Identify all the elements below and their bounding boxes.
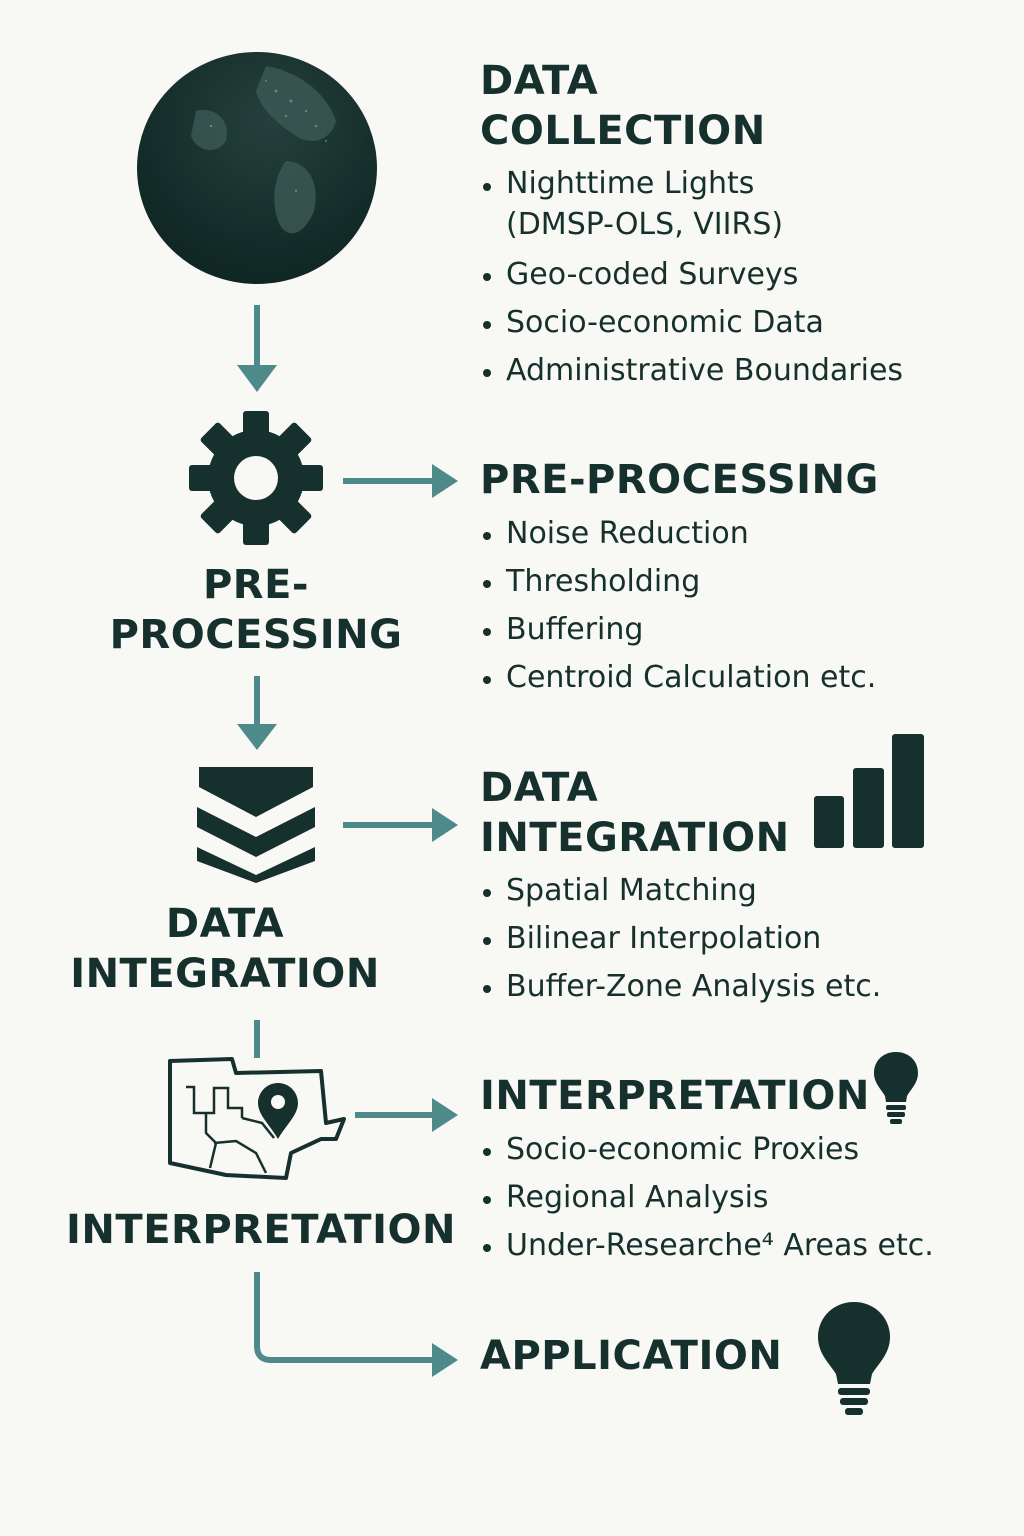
list-item-text: Administrative Boundaries	[506, 353, 904, 388]
left-label-pre-processing: PRE- PROCESSING	[96, 560, 416, 660]
list-item-continuation: (DMSP-OLS, VIIRS)	[506, 207, 784, 242]
list-item: Geo-coded Surveys	[480, 251, 903, 299]
list-item-text: Socio-economic Data	[506, 305, 824, 340]
map-pin-icon	[168, 1057, 346, 1180]
list-item-text: Nighttime Lights	[506, 166, 755, 201]
location-pin	[258, 1083, 298, 1139]
list-item: Under-Researche⁴ Areas etc.	[480, 1222, 934, 1270]
arrow-elbow-4	[254, 1272, 440, 1363]
bar-chart-icon	[814, 734, 924, 848]
list-item: Socio-economic Data	[480, 299, 903, 347]
heading-data-integration-line1: DATA	[480, 765, 599, 811]
heading-pre-processing-text: PRE-PROCESSING	[480, 457, 879, 503]
list-item-text: Geo-coded Surveys	[506, 257, 799, 292]
left-label-pre-processing-line1: PRE-	[202, 562, 310, 608]
list-item-text: Buffer-Zone Analysis etc.	[506, 969, 882, 1004]
heading-application-text: APPLICATION	[480, 1333, 783, 1379]
list-item-text: Under-Researche⁴ Areas etc.	[506, 1228, 934, 1263]
list-item: Administrative Boundaries	[480, 347, 903, 395]
list-item: Thresholding	[480, 558, 876, 606]
list-item-text: Spatial Matching	[506, 873, 757, 908]
globe-icon	[137, 52, 377, 284]
heading-data-integration-line2: INTEGRATION	[480, 815, 790, 861]
left-label-interpretation: INTERPRETATION	[56, 1205, 466, 1255]
heading-interpretation-text: INTERPRETATION	[480, 1073, 870, 1119]
list-item: Bilinear Interpolation	[480, 915, 881, 963]
list-item: Socio-economic Proxies	[480, 1126, 934, 1174]
list-item-text: Thresholding	[506, 564, 701, 599]
list-item: Buffer-Zone Analysis etc.	[480, 963, 881, 1011]
list-item: Noise Reduction	[480, 510, 876, 558]
left-label-data-integration: DATA INTEGRATION	[60, 899, 390, 999]
list-item-text: Buffering	[506, 612, 644, 647]
list-item: Regional Analysis	[480, 1174, 934, 1222]
heading-interpretation: INTERPRETATION	[480, 1071, 870, 1121]
left-label-data-integration-line2: INTEGRATION	[70, 951, 380, 997]
left-label-interpretation-text: INTERPRETATION	[66, 1207, 456, 1253]
heading-data-collection: DATA COLLECTION	[480, 56, 766, 156]
list-interpretation: Socio-economic Proxies Regional Analysis…	[480, 1126, 934, 1270]
heading-data-collection-line1: DATA	[480, 58, 599, 104]
heading-data-collection-line2: COLLECTION	[480, 108, 766, 154]
list-item-text: Noise Reduction	[506, 516, 749, 551]
lightbulb-icon	[818, 1302, 890, 1415]
lightbulb-icon	[874, 1052, 918, 1124]
left-label-data-integration-line1: DATA	[165, 901, 285, 947]
left-label-pre-processing-line2: PROCESSING	[109, 612, 403, 658]
list-item-text: Socio-economic Proxies	[506, 1132, 860, 1167]
heading-data-integration: DATA INTEGRATION	[480, 763, 790, 863]
list-data-collection: Nighttime Lights (DMSP-OLS, VIIRS) Geo-c…	[480, 161, 903, 395]
list-item-text: Regional Analysis	[506, 1180, 769, 1215]
list-data-integration: Spatial Matching Bilinear Interpolation …	[480, 867, 881, 1011]
list-item: Nighttime Lights (DMSP-OLS, VIIRS)	[480, 161, 903, 243]
heading-pre-processing: PRE-PROCESSING	[480, 455, 879, 505]
list-pre-processing: Noise Reduction Thresholding Buffering C…	[480, 510, 876, 702]
list-item: Buffering	[480, 606, 876, 654]
list-item-text: Bilinear Interpolation	[506, 921, 822, 956]
layers-icon	[197, 767, 315, 883]
list-item: Centroid Calculation etc.	[480, 654, 876, 702]
heading-application: APPLICATION	[480, 1331, 782, 1381]
list-item-text: Centroid Calculation etc.	[506, 660, 877, 695]
list-item: Spatial Matching	[480, 867, 881, 915]
gear-icon	[189, 411, 323, 545]
